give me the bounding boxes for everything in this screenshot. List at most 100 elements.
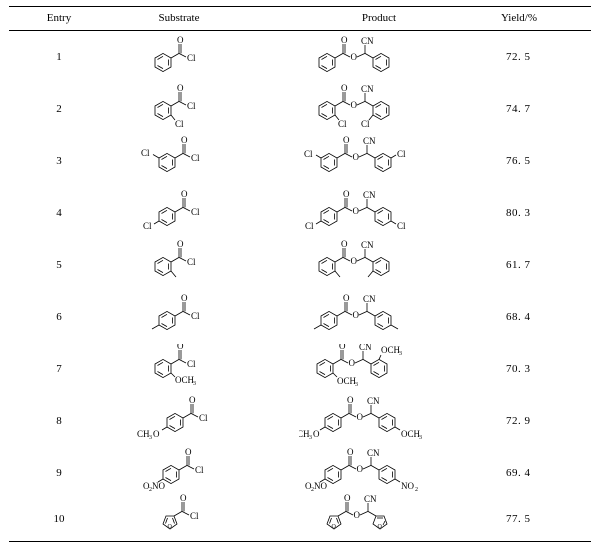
atom-label: CN: [363, 190, 376, 200]
atom-label: 3: [193, 381, 196, 387]
table-row: 10 O O Cl O O O O CN 77: [9, 494, 591, 544]
atom-label: Cl: [175, 119, 184, 129]
atom-label: O: [351, 52, 358, 62]
substrate-structure: O Cl Cl: [154, 84, 196, 129]
atom-label: O: [181, 136, 188, 145]
atom-label: Cl: [191, 153, 200, 163]
atom-label: Cl: [397, 149, 406, 159]
atom-label: OCH: [175, 375, 195, 385]
yield-value: 77. 5: [506, 513, 531, 525]
table-row: 8 CH 3 O O Cl CH: [9, 396, 591, 446]
atom-label: CH: [299, 429, 310, 439]
entry-number: 1: [56, 51, 62, 63]
atom-label: 2: [311, 487, 314, 493]
atom-label: O: [177, 344, 184, 351]
atom-label: O: [177, 240, 184, 249]
entry-number: 6: [56, 311, 62, 323]
product-structure: O O O O CN: [326, 494, 388, 530]
entry-number: 3: [56, 155, 62, 167]
atom-label: O: [177, 35, 184, 45]
atom-label: CN: [361, 36, 374, 46]
atom-label: O: [349, 358, 356, 368]
entry-number: 10: [53, 513, 65, 525]
yield-value: 72. 9: [506, 415, 531, 427]
atom-label: O: [189, 396, 196, 405]
yield-value: 68. 4: [506, 311, 531, 323]
atom-label: Cl: [187, 257, 196, 267]
entry-number: 9: [56, 467, 62, 479]
atom-label: O: [168, 524, 173, 530]
atom-label: O: [341, 35, 348, 45]
atom-label: O: [313, 429, 320, 439]
atom-label: Cl: [141, 148, 150, 158]
atom-label: Cl: [304, 149, 313, 159]
atom-label: O: [181, 189, 188, 199]
atom-label: OCH: [401, 429, 421, 439]
entry-number: 2: [56, 103, 62, 115]
atom-label: O: [343, 189, 350, 199]
atom-label: Cl: [397, 221, 406, 231]
substrate-structure: Cl O Cl: [141, 136, 200, 173]
atom-label: Cl: [305, 221, 314, 231]
yield-value: 74. 7: [506, 103, 531, 115]
yield-value: 69. 4: [506, 467, 531, 479]
atom-label: O: [351, 100, 358, 110]
atom-label: 3: [149, 435, 152, 441]
atom-label: OCH: [381, 345, 401, 355]
entry-number: 7: [56, 363, 62, 375]
atom-label: NO: [152, 481, 165, 491]
table-header-rule: [9, 30, 591, 31]
header-substrate: Substrate: [158, 12, 200, 24]
table-row: 2 O Cl Cl O O CN: [9, 84, 591, 134]
yield-value: 72. 5: [506, 51, 531, 63]
atom-label: Cl: [338, 119, 347, 129]
substrate-structure: O Cl: [151, 293, 200, 331]
atom-label: Cl: [187, 53, 196, 63]
product-structure: O O CN: [318, 35, 390, 73]
atom-label: CN: [359, 344, 372, 352]
substrate-structure: O O Cl: [162, 494, 199, 530]
atom-label: OCH: [337, 376, 357, 386]
header-yield: Yield/%: [500, 12, 538, 24]
atom-label: O: [153, 429, 160, 439]
atom-label: O: [181, 293, 188, 303]
atom-label: Cl: [187, 359, 196, 369]
substrate-structure: O Cl OCH 3: [154, 344, 196, 387]
atom-label: NO: [314, 481, 327, 491]
atom-label: NO: [401, 481, 414, 491]
entry-number: 5: [56, 259, 62, 271]
table-row: 9 O 2 NO O Cl O 2: [9, 448, 591, 498]
atom-label: O: [347, 396, 354, 405]
atom-label: O: [354, 510, 361, 520]
product-structure: Cl O O CN Cl: [305, 189, 406, 231]
atom-label: O: [180, 494, 187, 503]
atom-label: O: [357, 464, 364, 474]
yield-value: 80. 3: [506, 207, 531, 219]
atom-label: O: [305, 481, 312, 491]
atom-label: O: [353, 310, 360, 320]
atom-label: O: [343, 293, 350, 303]
table-bottom-rule: [9, 541, 591, 542]
atom-label: O: [347, 448, 354, 457]
atom-label: O: [332, 524, 337, 530]
atom-label: CN: [361, 84, 374, 94]
substrate-structure: CH 3 O O Cl: [137, 396, 208, 441]
table-row: 6 O Cl O O CN 68. 4: [9, 292, 591, 342]
atom-label: O: [341, 84, 348, 93]
atom-label: CN: [361, 240, 374, 250]
atom-label: O: [143, 481, 150, 491]
atom-label: 3: [309, 435, 312, 441]
table-top-rule: [9, 6, 591, 7]
atom-label: O: [353, 206, 360, 216]
atom-label: O: [378, 524, 383, 530]
substrate-structure: O Cl: [154, 240, 196, 278]
product-structure: O 2 NO O O CN NO 2: [305, 448, 418, 493]
atom-label: CN: [367, 396, 380, 406]
yield-value: 76. 5: [506, 155, 531, 167]
atom-label: O: [185, 448, 192, 457]
atom-label: O: [344, 494, 351, 503]
atom-label: CN: [364, 494, 377, 504]
entry-number: 8: [56, 415, 62, 427]
atom-label: O: [343, 136, 350, 145]
product-structure: CH 3 O O O CN OCH 3: [299, 396, 422, 441]
